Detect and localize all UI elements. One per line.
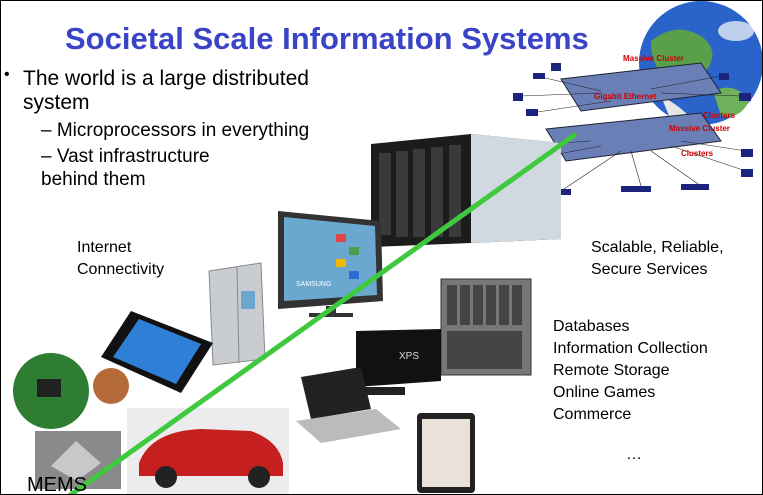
mems-label: MEMS — [27, 474, 87, 495]
mems-photo — [35, 431, 121, 489]
services-label: Scalable, Reliable, Secure Services — [591, 237, 724, 281]
services-label-line-1: Scalable, Reliable, — [591, 239, 724, 256]
services-list: Databases Information Collection Remote … — [553, 316, 708, 426]
monitor-brand-text: XPS — [399, 351, 419, 362]
services-list-item: Databases — [553, 318, 630, 335]
smartphone-image — [101, 311, 213, 393]
cluster-label-1: Massive Cluster — [623, 54, 684, 63]
server-room-photo — [371, 134, 561, 247]
tablet-image — [417, 413, 475, 493]
cluster-label-5: Clusters — [681, 149, 714, 158]
connection-line — [67, 131, 578, 494]
car-image — [127, 408, 289, 494]
bullet-dot: • — [4, 66, 10, 83]
tv-brand-text: SAMSUNG — [296, 281, 331, 288]
desktop-monitor-image: XPS — [356, 329, 441, 395]
main-bullet-text: The world is a large distributed system — [23, 67, 309, 114]
ellipsis: … — [626, 446, 642, 463]
laptop-image — [296, 367, 401, 443]
main-bullet: • The world is a large distributed syste… — [4, 66, 309, 115]
cluster-label-3: Clusters — [703, 111, 736, 120]
sub-bullet-1: – Microprocessors in everything — [41, 120, 310, 141]
internet-label-line-1: Internet — [77, 239, 132, 256]
slide-title: Societal Scale Information Systems — [65, 21, 589, 56]
cluster-label-2: Gigabit Ethernet — [594, 92, 657, 101]
services-list-item: Information Collection — [553, 340, 708, 357]
refrigerator-image — [208, 262, 266, 366]
sub-bullet-2: – Vast infrastructure behind them — [41, 146, 210, 190]
circuit-board-image — [13, 353, 129, 429]
internet-label-line-2: Connectivity — [77, 261, 165, 278]
internet-connectivity-label: Internet Connectivity — [77, 237, 164, 281]
tv-image: SAMSUNG — [278, 211, 383, 317]
blade-server-image — [440, 278, 532, 376]
services-list-item: Remote Storage — [553, 362, 670, 379]
services-list-item: Commerce — [553, 406, 632, 423]
services-list-item: Online Games — [553, 384, 656, 401]
services-label-line-2: Secure Services — [591, 261, 708, 278]
cluster-label-4: Massive Cluster — [669, 124, 730, 133]
